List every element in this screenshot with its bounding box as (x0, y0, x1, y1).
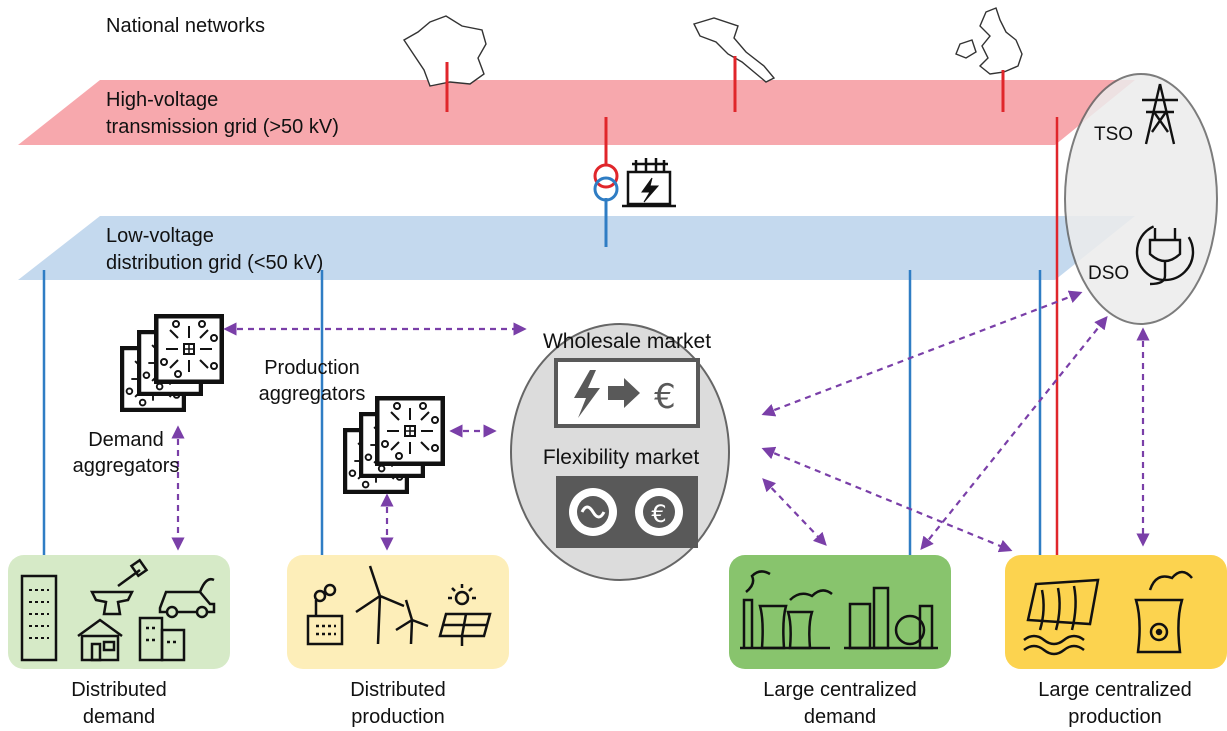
large-production-label-line1: Large centralized (1038, 679, 1192, 701)
euro-icon: € (654, 377, 676, 417)
dam-icon (1023, 578, 1100, 656)
hv-grid-label-line2: transmission grid (>50 kV) (106, 116, 339, 138)
production-aggregators-label-line1: Production (264, 357, 360, 379)
substation-icon (622, 158, 676, 208)
dso-label: DSO (1088, 263, 1130, 284)
nuclear-plant-icon (1134, 570, 1193, 654)
refinery-icon (844, 586, 938, 650)
large-production-label-line2: production (1068, 706, 1162, 728)
anvil-icon (89, 558, 149, 616)
office-icon (138, 616, 186, 662)
factory-icon (306, 583, 344, 646)
solar-panel-icon (438, 584, 492, 646)
svg-text:€: € (651, 500, 666, 528)
flexibility-market-label: Flexibility market (542, 446, 700, 469)
production-aggregators-label-line2: aggregators (258, 383, 366, 405)
transformer-icon (593, 163, 619, 202)
distributed-production-box (287, 555, 509, 669)
pylon-icon (1142, 83, 1178, 145)
market-links (171, 290, 1150, 553)
demand-aggregators-label-line1: Demand (88, 429, 164, 451)
electric-car-icon (158, 578, 216, 619)
distributed-demand-label-line2: demand (82, 706, 156, 728)
tso-label: TSO (1094, 124, 1134, 145)
demand-aggregator-icon (122, 316, 222, 410)
large-demand-label-line2: demand (803, 706, 877, 728)
wholesale-market-icon: € (554, 358, 700, 428)
demand-aggregators-label-line2: aggregators (72, 455, 180, 477)
plug-icon (1135, 222, 1195, 286)
lightning-icon (574, 370, 600, 418)
link-market-large-demand (762, 478, 827, 546)
power-plant-icon (740, 570, 833, 650)
wholesale-market-label: Wholesale market (542, 330, 712, 353)
italy-map-icon (693, 17, 776, 83)
header-title: National networks (106, 15, 265, 37)
france-map-icon (403, 15, 487, 87)
arrow-right-icon (608, 378, 640, 408)
lv-grid-label-line2: distribution grid (<50 kV) (106, 252, 324, 274)
uk-map-icon (955, 7, 1023, 75)
operators-ellipse (1064, 73, 1218, 325)
link-market-dso (761, 290, 1083, 417)
hv-grid-plane (18, 80, 1135, 145)
lv-grid-label-line1: Low-voltage (106, 225, 214, 247)
distributed-demand-label-line1: Distributed (71, 679, 167, 701)
gears-icon: € (556, 476, 698, 548)
house-icon (77, 618, 123, 662)
lv-grid-plane (18, 216, 1135, 280)
distributed-production-label-line2: production (351, 706, 445, 728)
large-production-box (1005, 555, 1227, 669)
link-market-large-production (761, 446, 1013, 553)
large-demand-label-line1: Large centralized (763, 679, 917, 701)
hv-grid-label-line1: High-voltage (106, 89, 219, 111)
distributed-production-label-line1: Distributed (350, 679, 446, 701)
production-aggregator-icon (345, 398, 443, 492)
building-icon (20, 574, 58, 662)
link-large-demand-dso (920, 315, 1108, 551)
wind-turbine-icon (355, 565, 429, 645)
